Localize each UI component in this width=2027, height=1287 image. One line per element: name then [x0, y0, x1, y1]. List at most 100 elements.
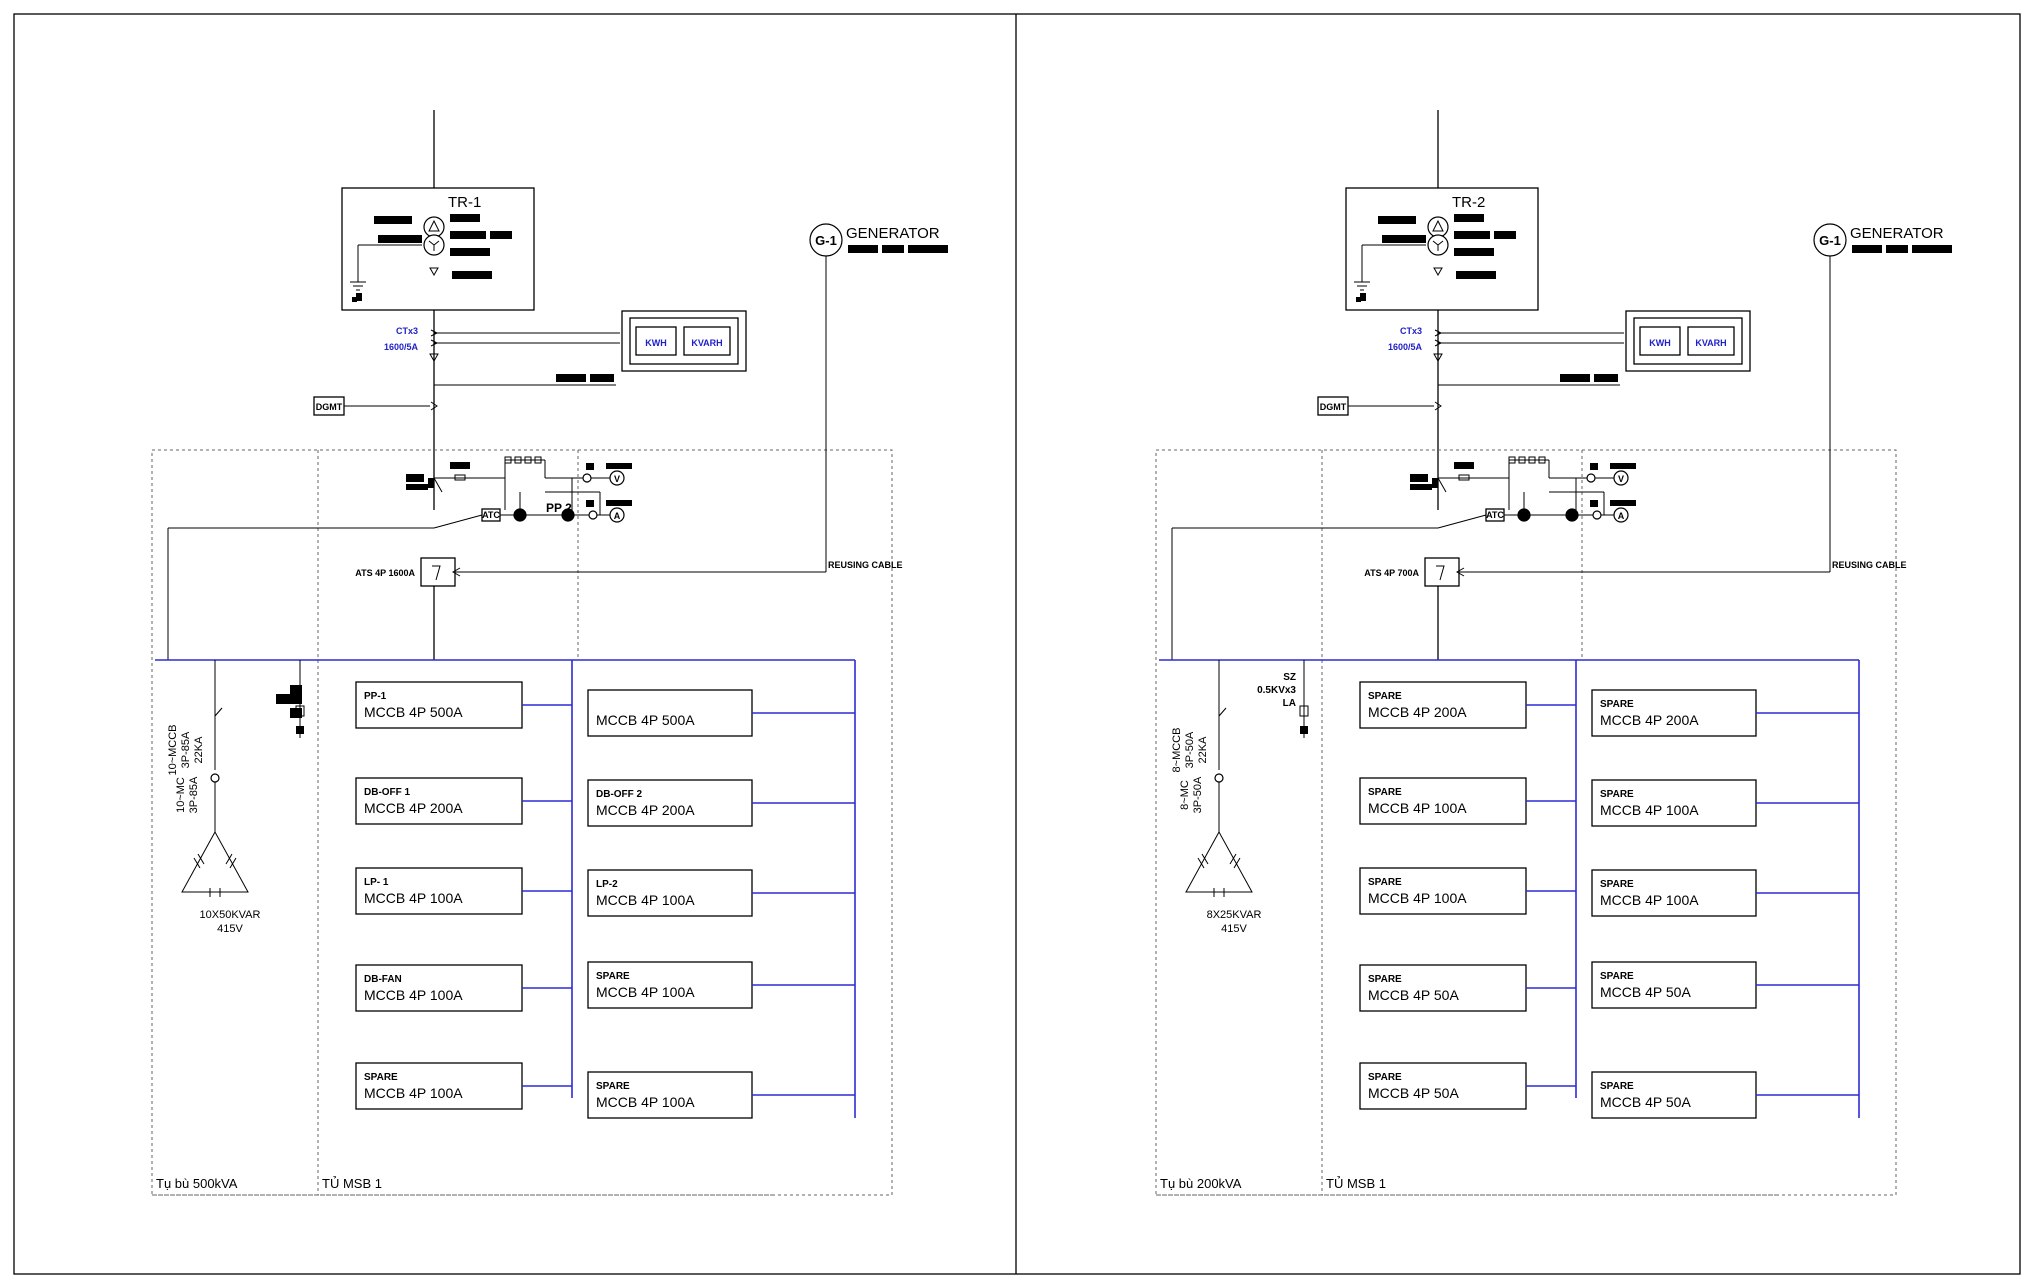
redacted-text-block — [908, 245, 948, 253]
ats-label: ATS 4P 1600A — [355, 568, 415, 578]
redacted-text-block — [586, 463, 594, 470]
redacted-text-block — [1912, 245, 1952, 253]
feeder-breaker-box — [355, 681, 523, 729]
relay-coil-icon — [1565, 508, 1579, 522]
feeder-name: SPARE — [364, 1072, 398, 1083]
capacitor-voltage-label: 415V — [1221, 923, 1247, 935]
redacted-text-block — [450, 214, 480, 222]
redacted-text-block — [1410, 474, 1428, 482]
redacted-text-block — [882, 245, 904, 253]
capacitor-icon — [193, 853, 237, 897]
feeder-breaker-box — [1591, 689, 1757, 737]
kvarh-meter-label: KVARH — [691, 338, 722, 348]
redacted-text-block — [1594, 374, 1618, 382]
surge-arrester-icon — [1299, 705, 1309, 717]
feeder-name: DB-OFF 1 — [364, 787, 411, 798]
redacted-text-block — [1456, 271, 1496, 279]
capacitor-rating-label: 8X25KVAR — [1207, 909, 1262, 921]
feeder-breaker-box — [587, 689, 753, 737]
control-wire — [1437, 514, 1487, 529]
relay-coil-icon — [513, 508, 527, 522]
redacted-text-block — [1382, 235, 1426, 243]
feeder-name: SPARE — [1600, 699, 1634, 710]
redacted-text-block — [606, 463, 632, 469]
dgmt-label: DGMT — [1320, 402, 1347, 412]
feeder-breaker-box — [1359, 964, 1527, 1012]
feeder-breaker: MCCB 4P 100A — [596, 892, 695, 908]
contactor-icon — [1214, 773, 1224, 783]
redacted-text-block — [1300, 726, 1308, 734]
mccb-switch-icon — [1218, 707, 1227, 717]
feeder-name: DB-OFF 2 — [596, 789, 643, 800]
ammeter-symbol: A — [614, 511, 621, 521]
kwh-meter — [1639, 326, 1681, 356]
redacted-text-block — [1610, 500, 1636, 506]
drawing-border — [13, 13, 2021, 1275]
feeder-breaker-box — [1591, 1071, 1757, 1119]
surge-arrester-label: SZ — [1283, 672, 1296, 683]
relay-coil-icon — [1517, 508, 1531, 522]
kwh-meter-label: KWH — [645, 338, 667, 348]
generator-label: GENERATOR — [1850, 225, 1944, 242]
redacted-text-block — [428, 478, 434, 488]
capacitor-bank-triangle-icon — [1185, 830, 1253, 893]
relay-sensor-icon — [1434, 401, 1442, 411]
feeder-name: LP- 1 — [364, 877, 389, 888]
redacted-text-block — [1852, 245, 1882, 253]
kwh-meter-label: KWH — [1649, 338, 1671, 348]
kvarh-meter — [1687, 326, 1735, 356]
redacted-text-block — [1454, 214, 1484, 222]
generator-icon — [809, 223, 843, 257]
generator-symbol: G-1 — [1819, 233, 1841, 248]
reusing-cable-label: REUSING CABLE — [1832, 560, 1907, 570]
capacitor-icon — [1197, 853, 1241, 897]
redacted-text-block — [296, 726, 304, 734]
feeder-breaker: MCCB 4P 100A — [596, 1094, 695, 1110]
feeder-name: SPARE — [596, 1081, 630, 1092]
arrow-icon — [1433, 267, 1443, 277]
feeder-name: SPARE — [1368, 691, 1402, 702]
feeder-name: SPARE — [1600, 879, 1634, 890]
feeder-breaker-box — [1591, 869, 1757, 917]
transformer-label: TR-1 — [448, 194, 481, 211]
voltmeter-icon — [609, 470, 625, 486]
generator-label: GENERATOR — [846, 225, 940, 242]
feeder-breaker-box — [1359, 777, 1527, 825]
ats-switch-icon — [1436, 565, 1445, 581]
feeder-breaker: MCCB 4P 100A — [1368, 800, 1467, 816]
ammeter-selector-icon — [588, 510, 598, 520]
voltage-selector-icon — [582, 473, 592, 483]
ammeter-icon — [1613, 507, 1629, 523]
feeder-breaker: MCCB 4P 50A — [1368, 1085, 1459, 1101]
generator-icon — [1813, 223, 1847, 257]
redacted-text-block — [1356, 297, 1361, 302]
redacted-text-block — [1886, 245, 1908, 253]
current-transformer-icon — [430, 329, 439, 347]
atc-label: ATC — [1486, 510, 1504, 520]
feeder-breaker: MCCB 4P 50A — [1368, 987, 1459, 1003]
feeder-breaker: MCCB 4P 100A — [1368, 890, 1467, 906]
redacted-text-block — [450, 248, 490, 256]
redacted-text-block — [406, 474, 424, 482]
feeder-name: LP-2 — [596, 879, 618, 890]
feeder-breaker-box — [355, 867, 523, 915]
capacitor-mccb-label: 8~MCCB — [1171, 728, 1183, 773]
capacitor-mccb-label: 3P-50A — [1184, 731, 1196, 768]
capacitor-bank-triangle-icon — [181, 830, 249, 893]
redacted-text-block — [1454, 462, 1474, 469]
feeder-name: SPARE — [1368, 787, 1402, 798]
ats-label: ATS 4P 700A — [1364, 568, 1419, 578]
capacitor-mccb-label: 22KA — [1197, 736, 1209, 764]
feeder-breaker: MCCB 4P 100A — [596, 984, 695, 1000]
arrow-icon — [429, 353, 439, 363]
capacitor-contactor-label: 10~MC — [175, 777, 187, 813]
capacitor-contactor-label: 3P-85A — [188, 776, 200, 813]
arrow-icon — [429, 267, 439, 277]
ct-label: CTx3 — [396, 326, 418, 336]
generator-symbol: G-1 — [815, 233, 837, 248]
redacted-text-block — [556, 374, 586, 382]
feeder-breaker: MCCB 4P 100A — [1600, 892, 1699, 908]
